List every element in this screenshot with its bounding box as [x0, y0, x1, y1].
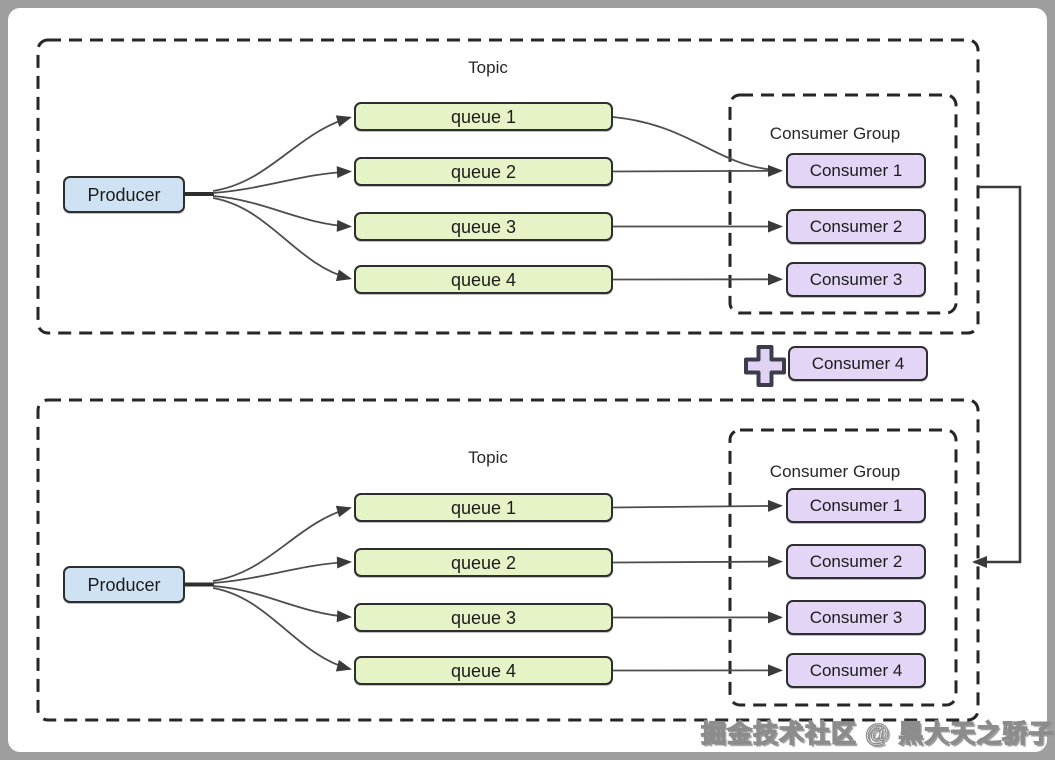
- bottom-queue-3-node: queue 3: [354, 603, 613, 632]
- arrow-top-producer-queue2: [212, 166, 352, 194]
- top-producer-node: Producer: [63, 176, 185, 213]
- arrow-top-producer-queue4: [212, 197, 352, 282]
- top-queue-3-node: queue 3: [354, 212, 613, 241]
- top-consumer-1-node: Consumer 1: [786, 153, 926, 188]
- bottom-consumer-1-node: Consumer 1: [786, 488, 926, 523]
- top-queue-2-node: queue 2: [354, 157, 613, 186]
- bottom-queue-4-node: queue 4: [354, 656, 613, 685]
- top-queue-1-node: queue 1: [354, 102, 613, 131]
- top-consumer-group-label: Consumer Group: [769, 124, 901, 143]
- bottom-topic-dashed-box: [36, 398, 980, 722]
- arrow-top-group-to-bottom-group: [972, 185, 1022, 568]
- arrow-top-queue2-consumer1: [612, 164, 783, 177]
- bottom-consumer-2-node: Consumer 2: [786, 544, 926, 579]
- arrow-bottom-producer-queue4: [212, 587, 352, 672]
- bottom-queue-2-node: queue 2: [354, 548, 613, 577]
- top-consumer-3-node: Consumer 3: [786, 262, 926, 297]
- bottom-consumer-group-label: Consumer Group: [769, 462, 901, 481]
- arrow-top-producer-queue3: [212, 195, 352, 232]
- bottom-topic-label: Topic: [468, 448, 508, 467]
- top-queue-4-node: queue 4: [354, 265, 613, 294]
- bottom-queue-1-node: queue 1: [354, 493, 613, 522]
- diagram-canvas: Topic Producer queue 1 queue 2 queue 3 q…: [8, 8, 1054, 752]
- arrow-bottom-queue2-consumer2: [612, 555, 783, 568]
- arrow-bottom-producer-queue3: [212, 585, 352, 623]
- top-consumer-2-node: Consumer 2: [786, 209, 926, 244]
- bottom-consumer-4-node: Consumer 4: [786, 653, 926, 688]
- top-consumer-group-dashed-box: [728, 93, 958, 315]
- added-consumer-4-node: Consumer 4: [788, 346, 928, 381]
- arrow-bottom-queue1-consumer1: [612, 499, 783, 512]
- arrow-bottom-producer-queue2: [212, 556, 352, 584]
- bottom-consumer-3-node: Consumer 3: [786, 600, 926, 635]
- watermark-text: 掘金技术社区 @ 黑大天之骄子: [700, 719, 1055, 748]
- top-topic-label: Topic: [468, 58, 508, 77]
- bottom-producer-node: Producer: [63, 566, 185, 603]
- arrow-top-producer-queue1: [212, 115, 352, 192]
- arrow-top-queue1-consumer1: [612, 116, 777, 171]
- bottom-consumer-group-dashed-box: [728, 428, 958, 707]
- plus-icon: [744, 345, 786, 387]
- arrow-bottom-producer-queue1: [212, 505, 352, 582]
